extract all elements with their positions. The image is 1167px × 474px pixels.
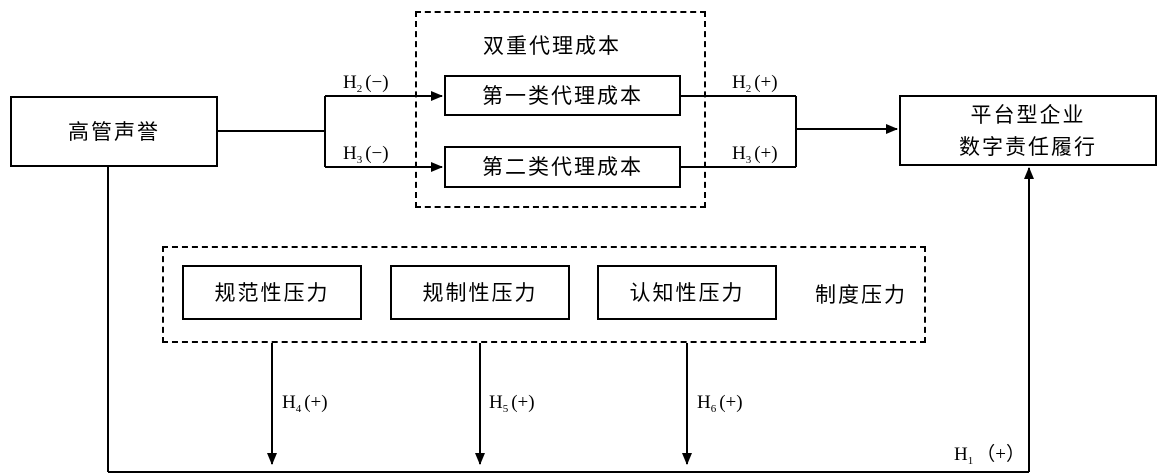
normative-pressure-box: 规范性压力 <box>182 265 362 320</box>
h5-label: H5(+) <box>489 392 535 415</box>
cognitive-pressure-box: 认知性压力 <box>597 265 777 320</box>
platform-line2: 数字责任履行 <box>959 134 1097 159</box>
institutional-pressure-group <box>162 246 926 343</box>
dual-agency-cost-group <box>415 11 706 208</box>
h6-label: H6(+) <box>697 392 743 415</box>
platform-responsibility-box: 平台型企业 数字责任履行 <box>899 95 1157 166</box>
first-agency-cost-box: 第一类代理成本 <box>444 75 681 116</box>
h3-in-label: H3(−) <box>343 143 389 166</box>
h1-label: H1（+） <box>954 444 1025 467</box>
h2-in-label: H2(−) <box>343 72 389 95</box>
platform-line1: 平台型企业 <box>970 102 1086 127</box>
institutional-pressure-label: 制度压力 <box>815 283 907 307</box>
regulative-pressure-box: 规制性压力 <box>390 265 570 320</box>
exec-reputation-box: 高管声誉 <box>10 96 218 167</box>
h3-out-label: H3(+) <box>732 143 778 166</box>
dual-agency-cost-label: 双重代理成本 <box>483 34 621 58</box>
h4-label: H4(+) <box>282 392 328 415</box>
h2-out-label: H2(+) <box>732 72 778 95</box>
second-agency-cost-box: 第二类代理成本 <box>444 146 681 188</box>
